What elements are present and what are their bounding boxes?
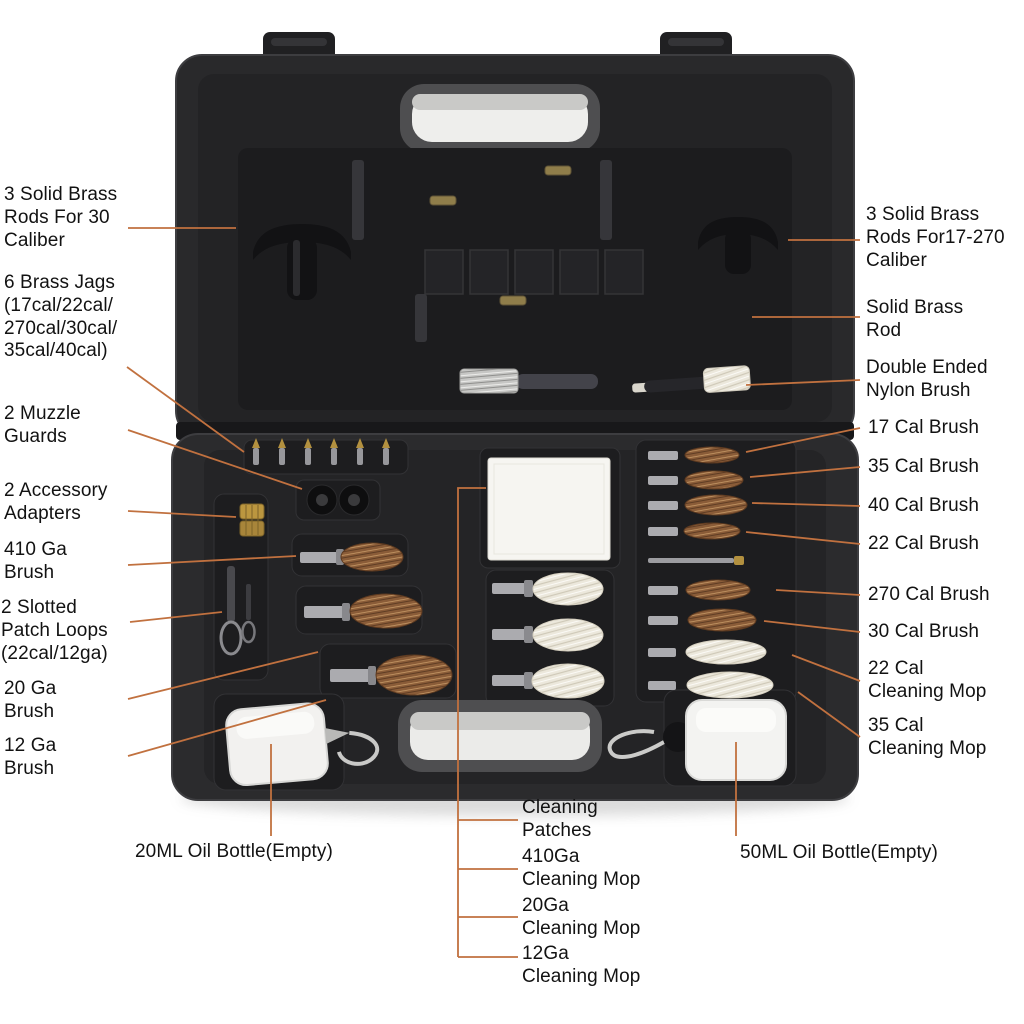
right-brushes xyxy=(648,446,774,699)
label-mop-35cal: 35 Cal Cleaning Mop xyxy=(868,715,987,759)
label-brush-17cal: 17 Cal Brush xyxy=(868,417,980,438)
label-oil-bottle-20ml: 20ML Oil Bottle(Empty) xyxy=(135,841,333,862)
label-brush-30cal: 30 Cal Brush xyxy=(868,621,980,642)
leader-lines xyxy=(126,227,861,958)
lid-molded-cells xyxy=(424,249,644,295)
brass-rods-lower xyxy=(248,294,746,342)
brass-jags-item xyxy=(252,438,390,465)
label-accessory-adapters: 2 Accessory Adapters xyxy=(4,480,108,524)
label-muzzle-guards: 2 Muzzle Guards xyxy=(4,403,81,447)
label-cleaning-patches: Cleaning Patches xyxy=(522,797,598,841)
label-mop-20ga: 20Ga Cleaning Mop xyxy=(522,895,641,939)
label-solid-brass-rod: Solid Brass Rod xyxy=(866,297,964,341)
double-ended-nylon-brush-item xyxy=(632,365,751,393)
brass-rods-upper xyxy=(248,160,772,240)
label-brush-22cal: 22 Cal Brush xyxy=(868,533,980,554)
case-lid xyxy=(175,54,855,438)
label-brass-jags: 6 Brass Jags (17cal/22cal/ 270cal/30cal/… xyxy=(4,272,118,362)
label-brush-270cal: 270 Cal Brush xyxy=(868,584,990,605)
t-handle-right xyxy=(698,217,778,274)
label-brush-12ga: 12 Ga Brush xyxy=(4,735,57,779)
slotted-patch-loops-item xyxy=(219,566,256,656)
top-handle-cutout xyxy=(400,84,600,152)
bottom-handle-cutout xyxy=(398,700,602,772)
label-brass-rods-17-270: 3 Solid Brass Rods For17-270 Caliber xyxy=(866,204,1005,271)
brush-20ga-item xyxy=(304,593,423,629)
oil-bottle-50ml-item xyxy=(607,699,787,781)
label-brush-40cal: 40 Cal Brush xyxy=(868,495,980,516)
utility-brush xyxy=(459,368,598,394)
oil-bottle-20ml-item xyxy=(225,702,380,787)
label-slotted-patch-loops: 2 Slotted Patch Loops (22cal/12ga) xyxy=(1,597,108,664)
t-handle-left xyxy=(253,224,351,300)
label-mop-410ga: 410Ga Cleaning Mop xyxy=(522,846,641,890)
label-mop-22cal: 22 Cal Cleaning Mop xyxy=(868,658,987,702)
cleaning-patches-item xyxy=(487,457,611,561)
brush-410ga-item xyxy=(300,542,404,572)
muzzle-guards-item xyxy=(306,484,370,516)
brush-12ga-item xyxy=(330,654,453,696)
label-brush-410ga: 410 Ga Brush xyxy=(4,539,67,583)
label-mop-12ga: 12Ga Cleaning Mop xyxy=(522,943,641,987)
label-oil-bottle-50ml: 50ML Oil Bottle(Empty) xyxy=(740,842,938,863)
center-mops xyxy=(492,572,605,699)
case-bottom xyxy=(171,433,859,801)
label-double-ended-nylon-brush: Double Ended Nylon Brush xyxy=(866,357,988,401)
label-brush-20ga: 20 Ga Brush xyxy=(4,678,57,722)
label-brass-rods-30: 3 Solid Brass Rods For 30 Caliber xyxy=(4,184,118,251)
accessory-adapters-item xyxy=(239,503,265,537)
label-brush-35cal: 35 Cal Brush xyxy=(868,456,980,477)
